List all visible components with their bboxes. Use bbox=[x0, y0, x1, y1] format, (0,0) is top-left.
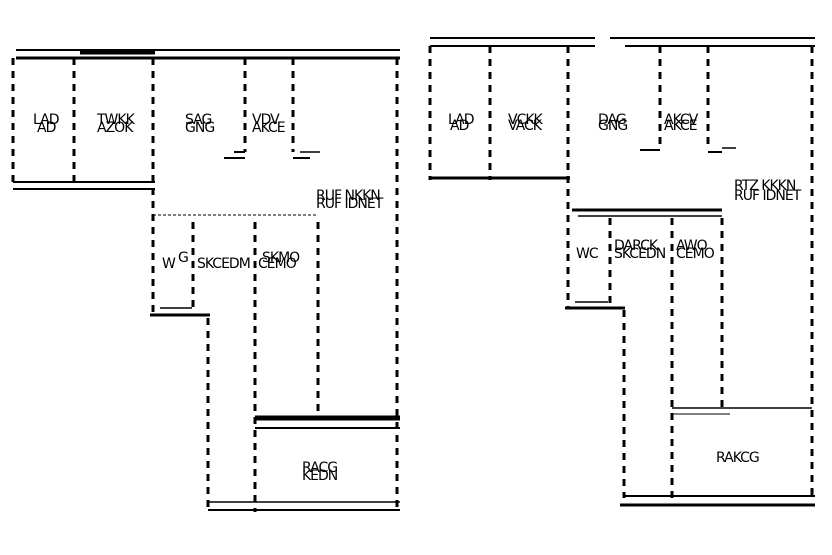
room-label-left-5: RUF NKKN bbox=[316, 188, 380, 204]
room-label-right-3: DAG bbox=[598, 112, 626, 128]
room-label-right-5: RTZ KKKN bbox=[734, 178, 796, 194]
room-label-left-8: CEMO bbox=[258, 256, 297, 272]
room-label-right-7: SKCEDN bbox=[614, 246, 666, 262]
room-label-left-2: TWKK bbox=[96, 112, 136, 128]
plan-left-labels: LAD TWKK SAG VDV RUF NKKN W SKCEDM CEMO … bbox=[33, 112, 381, 476]
plan-right-labels: LAD VCKK DAG AKCV RTZ KKKN WC SKCEDN CEM… bbox=[448, 112, 797, 466]
room-label-left-9: RACG bbox=[302, 460, 337, 476]
room-label-right-4: AKCV bbox=[664, 112, 699, 128]
room-label-right-1: LAD bbox=[448, 112, 474, 128]
room-label-left-1: LAD bbox=[33, 112, 59, 128]
room-label-right-9: RAKCG bbox=[716, 450, 759, 466]
room-label-left-7: SKCEDM bbox=[197, 256, 250, 272]
room-label-left-3: SAG bbox=[185, 112, 211, 128]
room-label-right-2: VCKK bbox=[508, 112, 544, 128]
room-label-left-6: W bbox=[162, 256, 176, 272]
plan-left bbox=[11, 49, 400, 512]
room-label-right-6: WC bbox=[576, 246, 599, 262]
room-label-right-8: CEMO bbox=[676, 246, 715, 262]
plan-right bbox=[428, 37, 815, 507]
room-label-left-4: VDV bbox=[252, 112, 280, 128]
